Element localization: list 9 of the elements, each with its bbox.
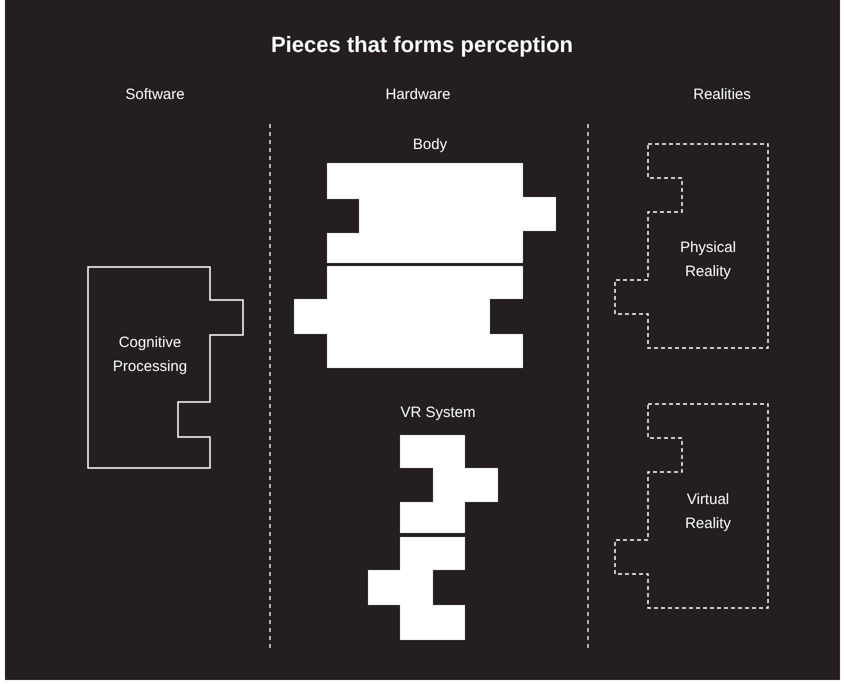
column-heading: Software	[125, 86, 185, 103]
column-heading: Hardware	[385, 86, 451, 103]
diagram-title: Pieces that forms perception	[270, 32, 574, 58]
node-label: Physical Reality	[679, 238, 737, 282]
column-heading: Realities	[693, 86, 751, 103]
column-heading: Body	[412, 136, 448, 153]
node-label: Cognitive Processing	[112, 333, 188, 377]
column-heading: VR System	[400, 404, 476, 421]
node-label: Virtual Reality	[684, 490, 732, 534]
